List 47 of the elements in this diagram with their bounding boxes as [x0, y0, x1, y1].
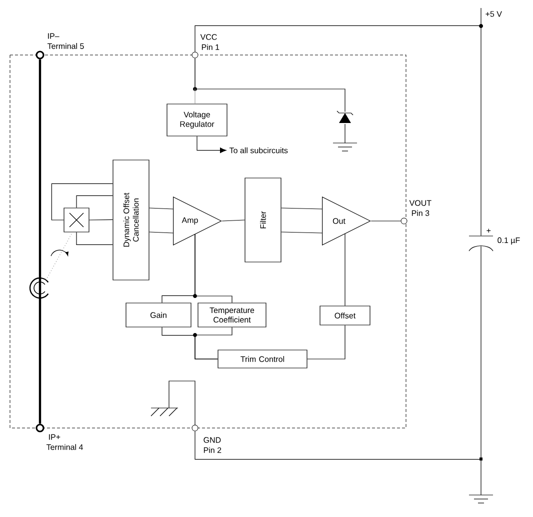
capacitor [468, 236, 494, 252]
zener-diode [336, 110, 354, 123]
wire [194, 234, 232, 303]
coefficient-box: Temperature Coefficient [198, 302, 266, 328]
terminal-pin [36, 50, 44, 60]
regulator-box: Voltage Regulator [166, 104, 228, 136]
trim-box: Trim Control [218, 350, 308, 368]
wire [149, 232, 174, 234]
wire [194, 25, 482, 236]
wire [76, 195, 113, 208]
wire [194, 58, 346, 112]
wire [222, 220, 245, 222]
pin-label: 0.1 µF [498, 237, 520, 245]
pin-label: VOUT [409, 200, 432, 206]
offset-box: Offset [320, 306, 370, 326]
wire [344, 233, 346, 306]
conductor [38, 59, 42, 424]
cancellation-box: Dynamic Offset Cancellation [112, 160, 150, 280]
wire [89, 219, 113, 220]
wire [281, 208, 322, 210]
hall-element-box [64, 208, 90, 232]
edge-label: To all subcircuits [229, 147, 288, 154]
wire [281, 232, 322, 234]
pin-label: VCC [200, 34, 217, 40]
amplifier-triangle: Out [322, 196, 371, 246]
wire [194, 327, 232, 360]
amplifier-triangle: Amp [173, 196, 222, 246]
pin-label: GND [204, 437, 221, 443]
wire [76, 232, 113, 245]
wire [370, 220, 402, 222]
pin-label: + [486, 228, 491, 233]
terminal-pin [36, 424, 44, 432]
pin-label: Pin 2 [204, 447, 222, 453]
wire [51, 183, 113, 220]
pin-label: Terminal 4 [46, 444, 83, 450]
wire [149, 208, 174, 210]
pin-label: IP+ [49, 434, 60, 440]
arrow [196, 136, 226, 154]
pin-label: Pin 3 [412, 210, 430, 216]
filter-box: Filter [244, 178, 282, 262]
wire [307, 325, 346, 360]
pin-label: Terminal 5 [47, 43, 84, 49]
wire [194, 246, 482, 460]
pin-label: IP– [48, 33, 60, 39]
gain-box: Gain [126, 302, 192, 328]
voltage-label: +5 V [486, 11, 502, 17]
pin-label: Pin 1 [202, 44, 220, 50]
